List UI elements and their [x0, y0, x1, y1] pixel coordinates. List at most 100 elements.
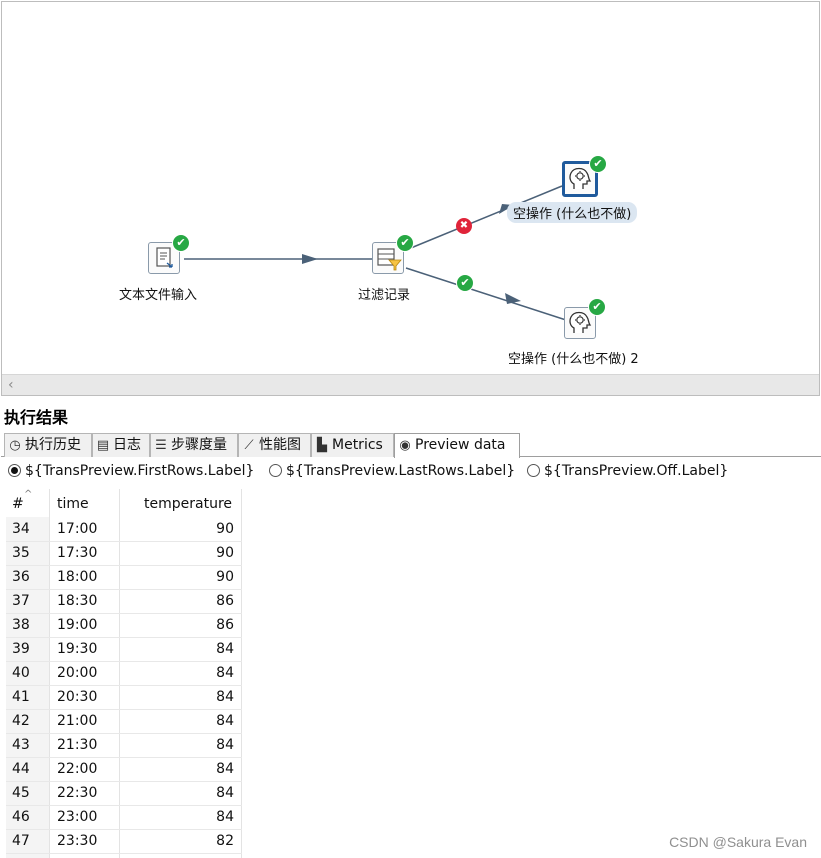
radio-off[interactable]: ${TransPreview.Off.Label}	[527, 463, 728, 479]
hop-arrow-icon	[505, 293, 521, 304]
cell-temperature: 84	[216, 785, 234, 801]
cell-time: 17:00	[57, 521, 98, 537]
cell-index: 43	[12, 737, 30, 753]
success-check-icon: ✔	[588, 298, 606, 316]
column-divider	[241, 489, 242, 858]
horizontal-scrollbar[interactable]: ‹	[2, 374, 819, 395]
tab-label: 性能图	[259, 437, 301, 453]
cell-index: 45	[12, 785, 30, 801]
tab-metrics[interactable]: ▙ Metrics	[311, 433, 394, 457]
tab-performance-graph[interactable]: ⟋ 性能图	[238, 433, 311, 457]
radio-label: ${TransPreview.LastRows.Label}	[286, 463, 516, 479]
row-number-column	[6, 517, 49, 858]
cell-time: 21:00	[57, 713, 98, 729]
cell-time: 22:00	[57, 761, 98, 777]
results-title: 执行结果	[4, 408, 69, 427]
cell-index: 44	[12, 761, 30, 777]
tab-label: Preview data	[415, 437, 506, 453]
tab-step-metrics[interactable]: ☰ 步骤度量	[150, 433, 238, 457]
column-header-temperature[interactable]: temperature	[144, 496, 232, 512]
performance-graph-icon: ⟋	[244, 438, 254, 453]
radio-last-rows[interactable]: ${TransPreview.LastRows.Label}	[269, 463, 515, 479]
cell-time: 18:00	[57, 569, 98, 585]
cell-time: 22:30	[57, 785, 98, 801]
metrics-icon: ▙	[317, 438, 327, 453]
eye-icon: ◉	[399, 438, 411, 453]
cell-time: 18:30	[57, 593, 98, 609]
success-check-icon: ✔	[396, 234, 414, 252]
hop-lines	[184, 185, 567, 321]
radio-first-rows[interactable]: ${TransPreview.FirstRows.Label}	[8, 463, 254, 479]
table-row[interactable]: 35 17:30 90	[6, 541, 242, 566]
step-label-text-input: 文本文件输入	[119, 288, 198, 303]
log-icon: ▤	[96, 438, 110, 453]
cell-time: 21:30	[57, 737, 98, 753]
transformation-canvas[interactable]: ✔ 文本文件输入 ✔ 过滤记录 ✖ ✔ ✔ 空操作 (什么也不做) ✔ 空操作 …	[1, 1, 820, 396]
tab-execution-history[interactable]: ◷ 执行历史	[4, 433, 92, 457]
radio-button[interactable]	[527, 464, 540, 477]
cell-temperature: 84	[216, 641, 234, 657]
cell-temperature: 84	[216, 689, 234, 705]
tab-label: 步骤度量	[171, 437, 227, 453]
cell-temperature: 90	[216, 545, 234, 561]
history-icon: ◷	[9, 438, 21, 453]
tab-label: 执行历史	[25, 437, 81, 453]
hop-false-error-icon: ✖	[456, 218, 472, 234]
tab-label: Metrics	[332, 437, 383, 453]
cell-temperature: 86	[216, 593, 234, 609]
sort-indicator-icon: ^	[24, 489, 33, 500]
success-check-icon: ✔	[172, 234, 190, 252]
cell-temperature: 84	[216, 665, 234, 681]
table-row[interactable]: 37 18:30 86	[6, 589, 242, 614]
cell-index: 41	[12, 689, 30, 705]
column-header-index[interactable]: #	[12, 496, 24, 512]
step-dummy-2[interactable]	[564, 307, 596, 339]
cell-temperature: 84	[216, 761, 234, 777]
cell-index: 36	[12, 569, 30, 585]
radio-button-checked[interactable]	[8, 464, 21, 477]
cell-time: 20:30	[57, 689, 98, 705]
radio-label: ${TransPreview.Off.Label}	[544, 463, 729, 479]
text-file-icon	[156, 247, 173, 268]
hop-arrow-icon	[302, 254, 318, 264]
cell-index: 46	[12, 809, 30, 825]
watermark: CSDN @Sakura Evan	[669, 834, 807, 850]
column-header-time[interactable]: time	[57, 496, 89, 512]
scroll-left-icon[interactable]: ‹	[8, 377, 14, 393]
filter-rows-icon	[377, 248, 402, 271]
column-divider	[49, 489, 50, 858]
tab-label: 日志	[113, 437, 141, 453]
dummy-head-icon	[569, 311, 592, 333]
cell-temperature: 90	[216, 521, 234, 537]
table-row[interactable]: 45 22:30 84	[6, 781, 242, 806]
tab-preview-data[interactable]: ◉ Preview data	[394, 433, 520, 458]
tab-log[interactable]: ▤日志	[92, 433, 150, 457]
cell-index: 37	[12, 593, 30, 609]
radio-label: ${TransPreview.FirstRows.Label}	[25, 463, 255, 479]
radio-button[interactable]	[269, 464, 282, 477]
cell-index: 39	[12, 641, 30, 657]
table-row[interactable]: 41 20:30 84	[6, 685, 242, 710]
table-row[interactable]: 42 21:00 84	[6, 709, 242, 734]
cell-time: 19:00	[57, 617, 98, 633]
hop-true-check-icon: ✔	[456, 274, 474, 292]
results-tabbar: ◷ 执行历史 ▤日志 ☰ 步骤度量 ⟋ 性能图 ▙ Metrics ◉ Preview d…	[1, 431, 821, 458]
cell-index: 35	[12, 545, 30, 561]
step-metrics-icon: ☰	[155, 438, 167, 453]
table-row[interactable]: 44 22:00 84	[6, 757, 242, 782]
cell-index: 38	[12, 617, 30, 633]
cell-temperature: 84	[216, 809, 234, 825]
cell-temperature: 82	[216, 833, 234, 849]
cell-time: 17:30	[57, 545, 98, 561]
cell-temperature: 84	[216, 713, 234, 729]
step-label-dummy-2: 空操作 (什么也不做) 2	[508, 352, 639, 367]
cell-index: 42	[12, 713, 30, 729]
